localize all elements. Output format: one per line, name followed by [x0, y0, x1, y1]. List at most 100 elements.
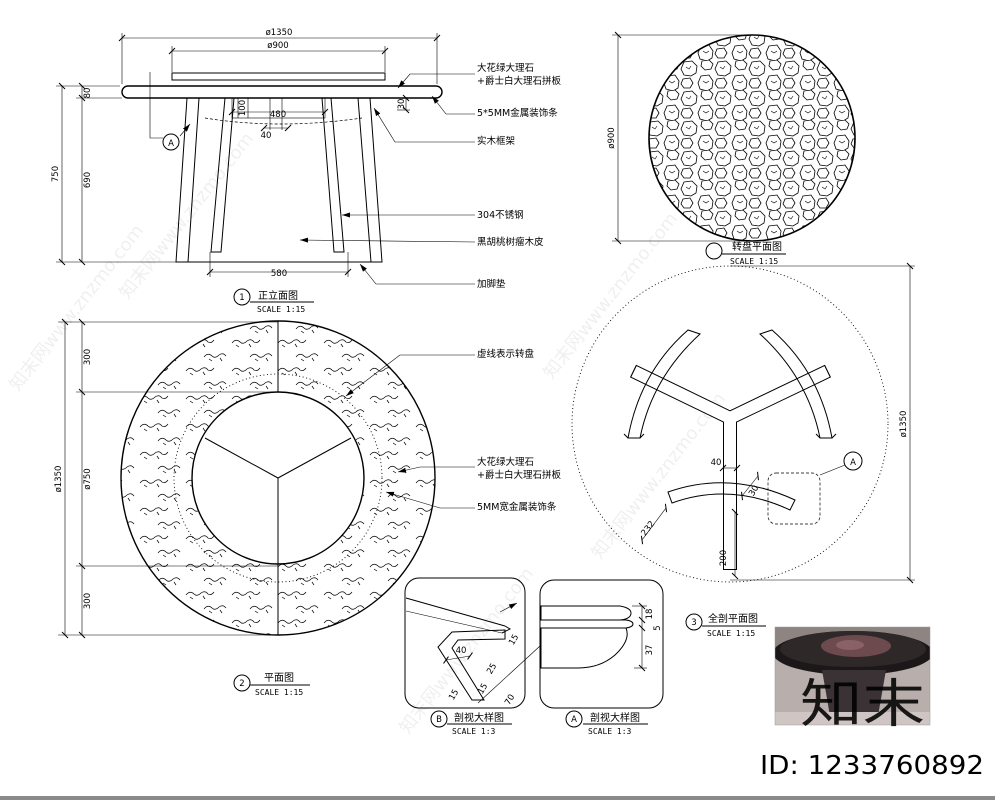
detail-a-title: A 剖视大样图 SCALE 1:3 — [565, 710, 648, 736]
section-plan-title: 3 全剖平面图 SCALE 1:15 — [685, 612, 766, 638]
turntable-plan-view: ø900 转盘平面图 SCALE 1:15 — [607, 31, 856, 266]
detail-scale: SCALE 1:3 — [588, 727, 632, 736]
dim-diameter-1350: ø1350 — [899, 411, 909, 438]
label-wood-frame: 实木框架 — [477, 135, 516, 147]
drawing-scale: SCALE 1:15 — [730, 257, 778, 266]
turntable-stone-disc — [648, 34, 856, 242]
dim-diameter-1350: ø1350 — [54, 466, 64, 493]
dim-200: 200 — [719, 550, 729, 566]
detail-b: 40 25 15 15 15 70 B 剖视大样图 SCALE 1:3 — [404, 577, 541, 736]
drawing-number-blank — [705, 242, 723, 260]
label-stainless-steel: 304不锈钢 — [477, 209, 524, 221]
label-walnut-veneer: 黑胡桃树瘤木皮 — [477, 236, 544, 248]
drawing-title: 正立面图 — [258, 289, 298, 302]
detail-marker-letter: A — [850, 458, 856, 468]
elevation-material-labels: 大花绿大理石 +爵士白大理石拼板 5*5MM金属装饰条 实木框架 304不锈钢 … — [299, 62, 561, 290]
dim-40: 40 — [261, 131, 272, 141]
elevation-title: 1 正立面图 SCALE 1:15 — [233, 288, 314, 314]
reference-photo: 知末 — [774, 626, 931, 735]
label-marble-inlay: +爵士白大理石拼板 — [477, 469, 561, 481]
dim-25: 25 — [485, 662, 499, 676]
leg-inner-left — [210, 97, 235, 253]
curved-leg-sections — [623, 329, 837, 511]
drawing-title: 平面图 — [264, 672, 294, 684]
bracket-profile — [437, 629, 506, 701]
metal-strip-section — [541, 619, 634, 629]
detail-marker-letter: A — [571, 715, 577, 725]
watermark-text: 知末网www.znzmo.com — [395, 564, 538, 738]
turntable-slab — [171, 72, 386, 81]
plan-view: 300 ø750 300 ø1350 虚线表示转盘 大花绿大理石 +爵士白大理石… — [54, 318, 561, 697]
label-metal-strip: 5MM宽金属装饰条 — [477, 501, 557, 513]
drawing-scale: SCALE 1:15 — [257, 305, 305, 314]
leg-inner-right — [321, 97, 345, 253]
drawing-number: 3 — [691, 618, 696, 628]
dim-15: 15 — [476, 682, 490, 696]
detail-scale: SCALE 1:3 — [452, 727, 496, 736]
detail-frame — [539, 579, 664, 709]
elevation-top-dimensions: ø1350 ø900 — [118, 28, 441, 84]
marble-top-section — [540, 605, 632, 621]
dim-40: 40 — [456, 646, 467, 656]
dim-232: 232 — [639, 519, 657, 538]
label-metal-strip: 5*5MM金属装饰条 — [477, 107, 558, 119]
plan-title: 2 平面图 SCALE 1:15 — [233, 672, 310, 697]
dim-30: 30 — [397, 99, 407, 110]
detail-frame — [404, 577, 526, 709]
dim-diameter-750: ø750 — [83, 468, 93, 489]
watermark-text: 知末网www.znzmo.com — [539, 209, 682, 383]
dim-15: 15 — [447, 688, 461, 702]
dim-300-top: 300 — [83, 349, 93, 365]
table-legs — [175, 97, 383, 263]
drawing-scale: SCALE 1:15 — [707, 629, 755, 638]
watermark-logo: 知末 — [800, 675, 925, 735]
detail-marker-letter: B — [436, 715, 442, 725]
dim-300-bottom: 300 — [83, 593, 93, 609]
dim-750: 750 — [51, 166, 61, 182]
watermark-text: 知末网www.znzmo.com — [5, 221, 148, 395]
plan-left-dimensions: 300 ø750 300 ø1350 — [54, 318, 278, 639]
bottom-border-bar — [0, 796, 995, 800]
elevation-left-dimensions: 80 750 690 — [51, 82, 176, 266]
section-marker-a: A — [149, 72, 191, 151]
leg-outer-right — [357, 97, 383, 263]
section-plan-view: 40 30 232 200 ø1350 A 3 全剖平面图 SCALE 1:15 — [571, 262, 915, 638]
dim-70: 70 — [503, 693, 517, 707]
dim-turntable-diameter: ø900 — [607, 127, 617, 148]
tabletop-slab — [121, 85, 443, 99]
watermark-text: 知末网www.znzmo.com — [115, 129, 258, 303]
detail-title: 剖视大样图 — [454, 711, 504, 724]
section-plan-dimensions: 40 30 232 200 ø1350 — [639, 262, 915, 584]
drawing-number: 1 — [239, 293, 244, 303]
detail-b-title: B 剖视大样图 SCALE 1:3 — [430, 710, 512, 736]
drawing-title: 转盘平面图 — [732, 240, 782, 253]
dim-480: 480 — [270, 110, 286, 120]
tabletop-outline-dotted — [571, 265, 889, 583]
dim-30: 30 — [747, 484, 761, 498]
dim-diameter-900: ø900 — [267, 41, 288, 51]
drawing-title: 全剖平面图 — [708, 612, 758, 625]
detail-title: 剖视大样图 — [590, 711, 640, 724]
label-turntable-dashed: 虚线表示转盘 — [477, 348, 535, 360]
wood-frame-section — [540, 627, 628, 669]
label-marble-inlay: +爵士白大理石拼板 — [477, 75, 561, 87]
label-marble: 大花绿大理石 — [477, 456, 534, 468]
dim-80: 80 — [83, 88, 93, 99]
section-marker-letter: A — [168, 139, 174, 149]
dim-15: 15 — [507, 633, 521, 647]
leg-section-bottom — [667, 482, 796, 511]
image-id-watermark: ID: 1233760892 — [760, 751, 984, 781]
dim-690: 690 — [83, 172, 93, 188]
wood-frame: 100 480 40 30 — [204, 94, 410, 141]
detail-a: 18 5 37 A 剖视大样图 SCALE 1:3 — [539, 579, 664, 736]
dim-18: 18 — [645, 609, 655, 620]
turntable-dashed-outline — [173, 373, 383, 583]
label-foot-pad: 加脚垫 — [477, 278, 506, 290]
dim-40: 40 — [711, 458, 722, 468]
elevation-view: ø1350 ø900 100 480 40 30 — [51, 28, 561, 314]
drawing-scale: SCALE 1:15 — [255, 688, 303, 697]
dim-580: 580 — [271, 269, 287, 279]
detail-callout-a: A — [767, 451, 863, 525]
plan-material-labels: 虚线表示转盘 大花绿大理石 +爵士白大理石拼板 5MM宽金属装饰条 — [345, 348, 561, 513]
